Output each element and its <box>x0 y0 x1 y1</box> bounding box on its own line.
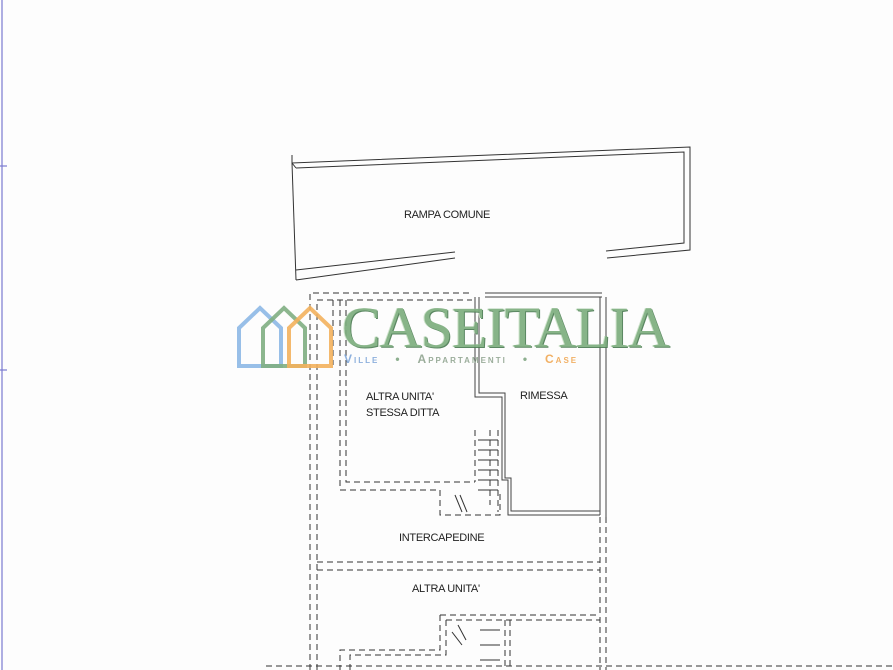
tagline-case: Case <box>545 352 579 366</box>
tagline-separator: • <box>395 352 402 366</box>
houses-logo-icon <box>237 305 333 368</box>
room-label-altra-unita-stessa-ditta-line2: STESSA DITTA <box>366 407 440 419</box>
brand-tagline: Ville • Appartamenti • Case <box>344 352 578 366</box>
room-label-altra-unita-stessa-ditta-line1: ALTRA UNITA' <box>366 391 434 403</box>
brand-name: CASEITALIA <box>342 295 670 360</box>
caseitalia-watermark: CASEITALIA Ville • Appartamenti • Case <box>236 296 670 372</box>
tagline-separator: • <box>522 352 530 366</box>
sheet-frame <box>0 0 7 670</box>
tagline-ville: Ville <box>344 352 380 366</box>
stair-symbol <box>451 439 500 661</box>
rimessa-walls <box>474 292 607 517</box>
room-label-rimessa: RIMESSA <box>520 390 568 402</box>
room-label-intercapedine: INTERCAPEDINE <box>399 532 485 544</box>
tagline-appartamenti: Appartamenti <box>417 352 507 366</box>
rampa-comune-walls <box>291 146 691 281</box>
dashed-hidden-lines <box>266 292 893 670</box>
room-label-altra-unita: ALTRA UNITA' <box>412 583 480 595</box>
room-label-rampa-comune: RAMPA COMUNE <box>404 209 491 221</box>
